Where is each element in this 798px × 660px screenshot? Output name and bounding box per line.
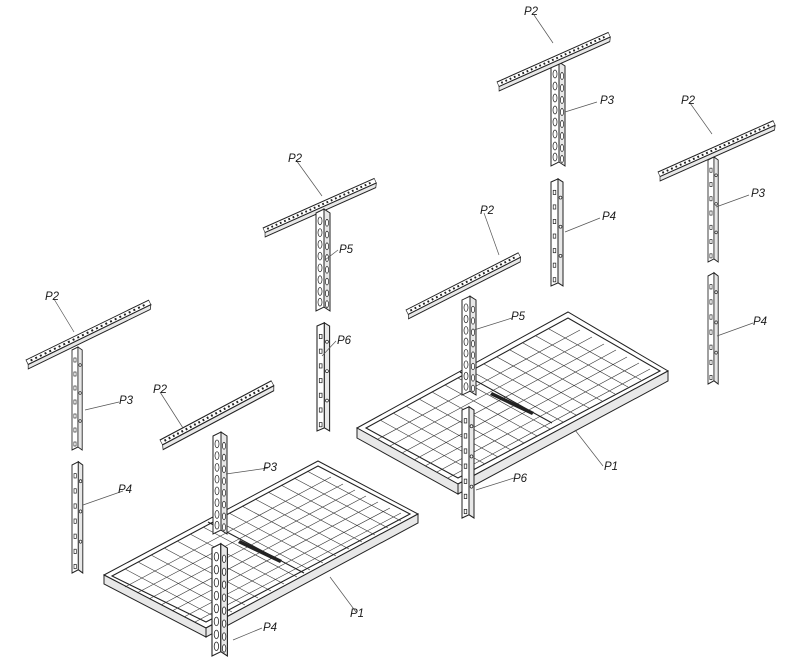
post-p5-right-front bbox=[461, 295, 477, 396]
post-p6-mid bbox=[316, 322, 331, 432]
label-p1-left: P1 bbox=[350, 608, 364, 620]
post-p3-far-right bbox=[707, 156, 719, 263]
label-p5-right: P5 bbox=[511, 311, 526, 323]
label-p4-front-left: P4 bbox=[263, 622, 277, 634]
label-p1-right: P1 bbox=[604, 461, 618, 473]
post-p5-mid bbox=[315, 208, 331, 312]
post-p6-right-front bbox=[461, 406, 475, 519]
label-p6-mid: P6 bbox=[337, 335, 352, 347]
label-p4-left-far: P4 bbox=[118, 484, 132, 496]
label-p3-left-far: P3 bbox=[119, 395, 134, 407]
label-p4-top-right: P4 bbox=[602, 211, 616, 223]
label-p2-far-right: P2 bbox=[681, 95, 696, 107]
post-p3-left-rear bbox=[212, 431, 228, 535]
post-p3-left-far bbox=[71, 346, 83, 451]
label-p2-mid-right: P2 bbox=[480, 205, 495, 217]
label-p4-far-right: P4 bbox=[753, 316, 767, 328]
post-p4-right-top bbox=[550, 178, 564, 287]
label-p2-left-mid: P2 bbox=[153, 384, 168, 396]
label-p5-mid: P5 bbox=[339, 244, 354, 256]
post-p4-front-left bbox=[211, 543, 228, 657]
post-p3-right-top bbox=[550, 61, 566, 167]
label-p2-far-left: P2 bbox=[45, 291, 60, 303]
label-p6-right: P6 bbox=[513, 473, 528, 485]
part-labels: P2 P3 P2 P3 P2 P4 P2 P5 P4 P2 P5 P6 P2 P… bbox=[45, 6, 767, 634]
post-p4-far-right bbox=[707, 272, 719, 385]
post-p4-left-far bbox=[71, 461, 84, 574]
rail-p2-far-left bbox=[23, 299, 154, 370]
label-p2-top: P2 bbox=[524, 6, 539, 18]
label-p3-far-right: P3 bbox=[751, 188, 766, 200]
label-p3-left-rear: P3 bbox=[263, 462, 278, 474]
wire-deck-right bbox=[355, 311, 670, 495]
wire-deck-left bbox=[102, 460, 420, 638]
label-p2-upper-left: P2 bbox=[288, 153, 303, 165]
leader-lines bbox=[53, 14, 754, 641]
label-p3-top: P3 bbox=[600, 95, 615, 107]
